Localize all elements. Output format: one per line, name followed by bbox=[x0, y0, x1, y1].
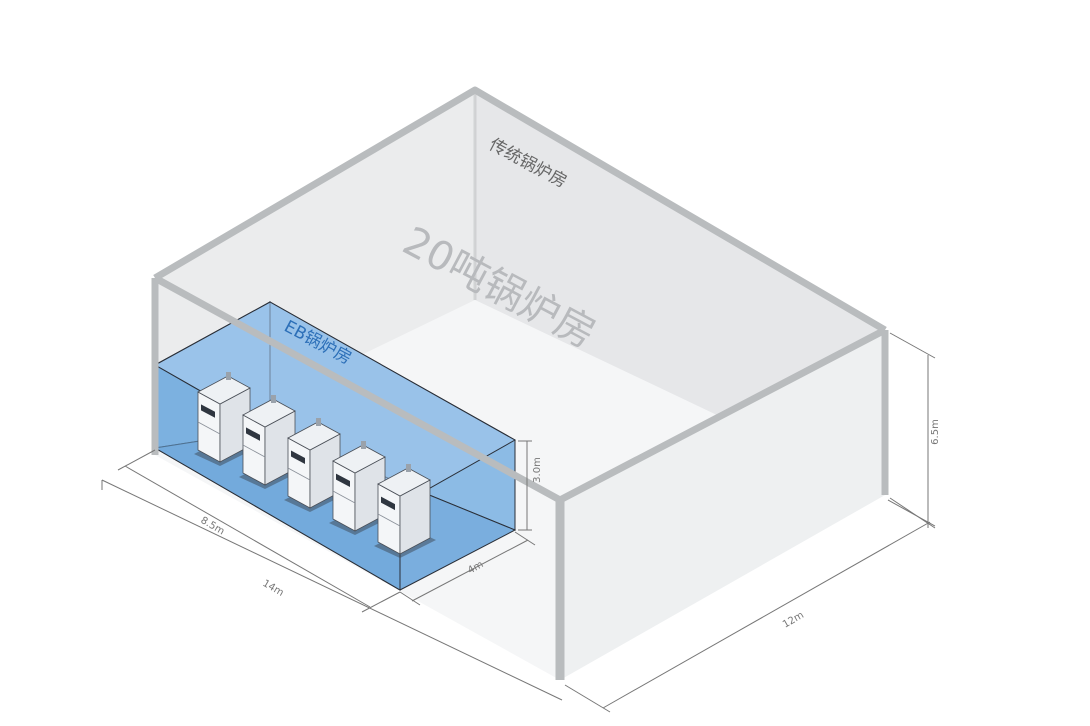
dim-outer-length: 12m bbox=[781, 610, 806, 631]
boiler-unit bbox=[284, 418, 346, 512]
outer-room-frame bbox=[151, 86, 889, 680]
boiler-group bbox=[194, 372, 436, 558]
dim-eb-length-outer: 14m bbox=[261, 578, 286, 599]
dim-eb-height: 3.0m bbox=[532, 457, 543, 483]
dim-outer-height: 6.5m bbox=[930, 419, 941, 445]
dim-eb-length-inner: 8.5m bbox=[199, 515, 227, 537]
floor-shade bbox=[560, 330, 885, 680]
dimension-lines bbox=[101, 332, 936, 713]
boiler-unit bbox=[239, 395, 301, 489]
boiler-unit bbox=[329, 441, 391, 535]
boiler-unit bbox=[194, 372, 256, 466]
boiler-unit bbox=[374, 464, 436, 558]
